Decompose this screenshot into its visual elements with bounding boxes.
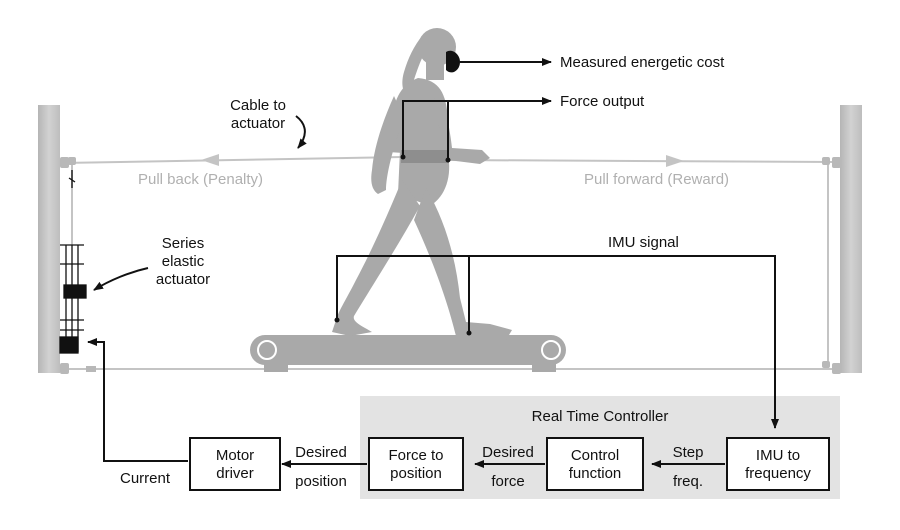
step-freq-label-line2: freq.: [673, 473, 703, 490]
actuator-label-line3: actuator: [156, 271, 210, 288]
force-output-label: Force output: [560, 93, 645, 110]
right-post: [840, 105, 862, 373]
treadmill: [250, 335, 566, 372]
pull-forward-label: Pull forward (Reward): [584, 171, 729, 188]
pull-back-arrow-icon: [201, 154, 219, 166]
desired-force-label-line2: force: [491, 473, 524, 490]
control-function-label-line1: Control: [571, 447, 619, 464]
series-elastic-actuator: [59, 170, 87, 354]
imu-to-frequency-label-line2: frequency: [745, 465, 811, 482]
signal-wires: [87, 58, 779, 468]
respiratory-mask-icon: [446, 50, 460, 73]
actuator-label-line1: Series: [162, 235, 205, 252]
step-freq-label-line1: Step: [673, 444, 704, 461]
motor-driver-label-line1: Motor: [216, 447, 254, 464]
cable-label-line1: Cable to: [230, 97, 286, 114]
pulley-markers: [60, 157, 841, 374]
actuator-label-line2: elastic: [162, 253, 205, 270]
desired-position-label-line1: Desired: [295, 444, 347, 461]
force-to-position-label-line2: position: [390, 465, 442, 482]
control-function-label-line2: function: [569, 465, 622, 482]
controller-title: Real Time Controller: [532, 408, 669, 425]
desired-position-label-line2: position: [295, 473, 347, 490]
motor-driver-label-line2: driver: [216, 465, 254, 482]
imu-signal-label: IMU signal: [608, 234, 679, 251]
motor-driver-box: Motor driver: [189, 437, 281, 491]
left-post: [38, 105, 60, 373]
current-label: Current: [120, 470, 171, 487]
force-to-position-box: Force to position: [368, 437, 464, 491]
cable-system: [61, 156, 837, 370]
force-to-position-label-line1: Force to: [388, 447, 443, 464]
imu-to-frequency-label-line1: IMU to: [756, 447, 800, 464]
pull-forward-arrow-icon: [666, 155, 684, 167]
cable-label-line2: actuator: [231, 115, 285, 132]
waist-belt: [401, 150, 449, 163]
imu-to-frequency-box: IMU to frequency: [726, 437, 830, 491]
desired-force-label-line1: Desired: [482, 444, 534, 461]
energetic-cost-label: Measured energetic cost: [560, 54, 725, 71]
pull-back-label: Pull back (Penalty): [138, 171, 263, 188]
walking-person-silhouette: [332, 28, 512, 340]
control-function-box: Control function: [546, 437, 644, 491]
